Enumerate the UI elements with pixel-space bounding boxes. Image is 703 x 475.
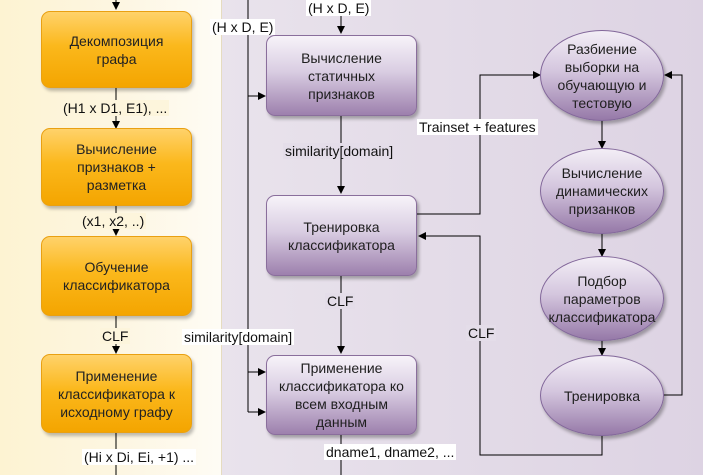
label-dname: dname1, dname2, ... <box>324 444 457 460</box>
classifier-training-label: Обучение классификатора <box>63 259 170 293</box>
decomposition-label: Декомпозиция графа <box>69 32 164 67</box>
decomposition-box: Декомпозиция графа <box>41 11 192 88</box>
classifier-training-box: Обучение классификатора <box>41 236 192 316</box>
label-clf-mid: CLF <box>325 293 356 309</box>
label-hde-top: (H x D, E) <box>306 0 372 16</box>
classifier-apply-box: Применение классификатора к исходному гр… <box>41 354 192 433</box>
train-classifier-label: Тренировка классификатора <box>288 218 395 253</box>
label-h1-d1: (H1 x D1, E1), ... <box>61 100 170 116</box>
label-hi-di: (Hi x Di, Ei, +1) ... <box>82 449 197 465</box>
label-hde-left: (H x D, E) <box>210 19 276 35</box>
label-similarity-1: similarity[domain] <box>283 143 396 159</box>
apply-classifier-all-label: Применение классификатора ко всем входны… <box>279 360 404 430</box>
arrow-train-to-split <box>417 71 541 215</box>
static-features-label: Вычисление статичных признаков <box>301 49 382 102</box>
training-ellipse: Тренировка <box>540 355 664 436</box>
label-clf-left: CLF <box>100 328 131 344</box>
label-similarity-2: similarity[domain] <box>182 329 295 345</box>
train-classifier-box: Тренировка классификатора <box>266 195 417 276</box>
training-label: Тренировка <box>563 387 641 404</box>
features-labeling-label: Вычисление признаков + разметка <box>76 141 157 193</box>
label-clf-right: CLF <box>466 325 497 341</box>
arrow-train-loop-back <box>664 71 683 396</box>
split-sample-label: Разбиение выборки на обучающую и тестову… <box>557 40 647 111</box>
param-tuning-label: Подбор параметров классификатора <box>548 272 656 325</box>
param-tuning-ellipse: Подбор параметров классификатора <box>540 256 664 341</box>
dynamic-features-label: Вычисление динамических призанков <box>556 165 648 217</box>
split-sample-ellipse: Разбиение выборки на обучающую и тестову… <box>540 30 664 121</box>
features-labeling-box: Вычисление признаков + разметка <box>41 128 192 206</box>
classifier-apply-label: Применение классификатора к исходному гр… <box>58 367 175 420</box>
dynamic-features-ellipse: Вычисление динамических призанков <box>540 148 664 234</box>
apply-classifier-all-box: Применение классификатора ко всем входны… <box>266 355 417 435</box>
static-features-box: Вычисление статичных признаков <box>266 35 417 116</box>
label-x1-x2: (x1, x2, ..) <box>80 213 147 229</box>
arrow-clf-back-to-train <box>418 232 603 456</box>
label-trainset-features: Trainset + features <box>417 119 538 135</box>
